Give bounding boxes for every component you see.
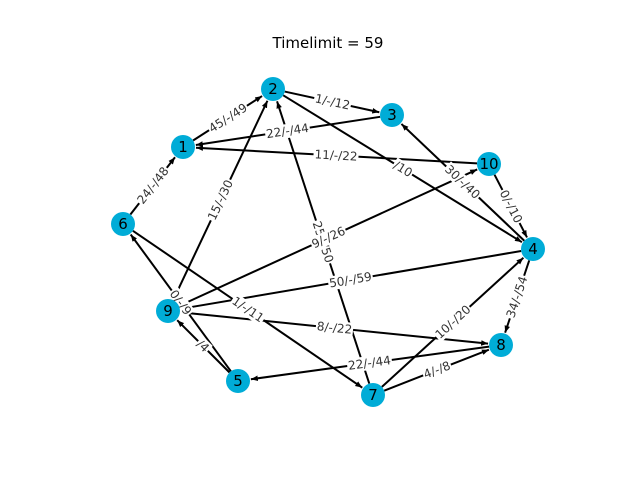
node-label: 9 (163, 302, 173, 320)
node-circle (171, 135, 195, 159)
edge-label: 22/-/44 (265, 121, 310, 141)
edge-label-group-9-2: 15/-/30 (204, 176, 237, 224)
node-circle (477, 152, 501, 176)
edge-label-group-8-5: 22/-/44 (346, 353, 393, 373)
edge-label: 4/-/8 (422, 358, 453, 381)
edge-label-background (205, 99, 251, 137)
edge-label-background (133, 163, 173, 208)
edge-label-background (264, 120, 311, 142)
edge-label: 34/-/54 (504, 274, 531, 319)
node-circle (521, 237, 545, 261)
node-circle (489, 333, 513, 357)
node-2: 2 (261, 77, 285, 101)
edge-label-background (204, 176, 237, 224)
node-7: 7 (361, 383, 385, 407)
node-label: 6 (118, 215, 128, 233)
edge-label: 10/-/20 (432, 302, 473, 341)
node-circle (156, 299, 180, 323)
edge-label-group-2-3: 1/-/12 (312, 91, 353, 113)
node-10: 10 (477, 152, 501, 176)
edge-label-group-10-4: 0/-/10 (496, 186, 526, 227)
edge-label-background (503, 273, 531, 321)
node-label: 1 (178, 138, 188, 156)
edge-label-background (166, 286, 195, 319)
edge-label-group-2-4: /10 (390, 157, 416, 181)
node-5: 5 (226, 369, 250, 393)
nodes-layer: 1 2 3 4 5 6 7 8 9 10 (111, 77, 545, 407)
node-label: 2 (268, 80, 278, 98)
edge-label-background (228, 293, 268, 326)
edge-label-background (441, 161, 484, 203)
edge-label-background (313, 147, 359, 164)
diagram-title: Timelimit = 59 (272, 34, 384, 52)
node-circle (261, 77, 285, 101)
node-3: 3 (380, 103, 404, 127)
edge-label-group-4-8: 34/-/54 (503, 273, 531, 321)
node-circle (361, 383, 385, 407)
node-label: 5 (233, 372, 243, 390)
edge-label: 45/-/49 (206, 100, 250, 135)
edge-label-background (496, 186, 526, 227)
node-1: 1 (171, 135, 195, 159)
node-circle (380, 103, 404, 127)
edge-label-background (193, 336, 213, 356)
node-label: 7 (368, 386, 378, 404)
edge-label-background (315, 319, 354, 337)
edge-label: 50/-/59 (328, 270, 373, 291)
edge-label-background (420, 358, 454, 382)
node-circle (226, 369, 250, 393)
node-9: 9 (156, 299, 180, 323)
edge-label: 24/-/48 (134, 164, 171, 206)
edge-label-background (312, 91, 353, 113)
edge-label-group-1-2: 45/-/49 (205, 99, 251, 137)
edge-label-background (431, 301, 475, 343)
edge-label: 8/-/22 (316, 319, 353, 337)
edge-label-group-6-1: 24/-/48 (133, 163, 173, 208)
edge-label-group-10-1: 11/-/22 (313, 147, 359, 164)
edge-label: /10 (391, 158, 415, 180)
edge-label-background (327, 269, 374, 291)
edge-label: 11/-/22 (314, 147, 358, 163)
edge-label-group-7-4: 10/-/20 (431, 301, 475, 343)
edge-label: 1/-/12 (314, 91, 352, 112)
edge-label-group-9-8: 8/-/22 (315, 319, 354, 337)
node-6: 6 (111, 212, 135, 236)
node-label: 8 (496, 336, 506, 354)
edge-label-group-4-9: 50/-/59 (327, 269, 374, 291)
edge-label-background (346, 353, 393, 373)
edge-labels-layer: 1/-/1222/-/4445/-/49/1011/-/2215/-/3025/… (133, 91, 531, 382)
edge-label-group-7-8: 4/-/8 (420, 358, 454, 382)
edge-label: 22/-/44 (347, 353, 391, 373)
node-label: 10 (479, 155, 498, 173)
edge-label: 15/-/30 (205, 178, 236, 223)
edge-label-background (308, 223, 349, 252)
edge-label-background (390, 157, 416, 181)
node-label: 4 (528, 240, 538, 258)
node-8: 8 (489, 333, 513, 357)
edge-label-group-5-9: /4 (193, 336, 213, 356)
edge-label-group-3-1: 22/-/44 (264, 120, 311, 142)
edge-label: 1/-/11 (229, 294, 266, 326)
node-4: 4 (521, 237, 545, 261)
node-circle (111, 212, 135, 236)
node-label: 3 (387, 106, 397, 124)
